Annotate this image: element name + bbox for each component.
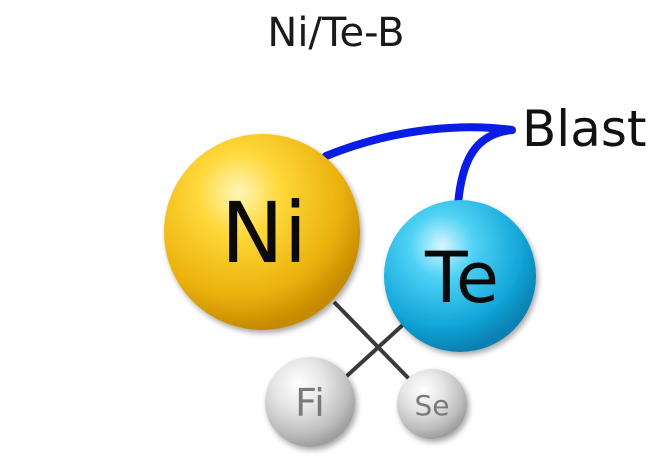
diagram-title: Ni/Te-B [267, 10, 404, 56]
atom-ni-symbol: Ni [221, 184, 307, 282]
atom-te [384, 200, 536, 352]
atom-fi [265, 357, 355, 447]
atom-se-symbol: Se [415, 389, 450, 422]
callout-line [322, 123, 516, 208]
bond-ni-se [332, 300, 418, 388]
bond-te-fi [336, 320, 408, 386]
atom-se [397, 369, 467, 439]
atom-te-symbol: Te [424, 237, 499, 319]
callout-label: Blast [522, 100, 647, 158]
atom-ni [164, 134, 360, 330]
atom-fi-symbol: Fi [295, 381, 325, 425]
